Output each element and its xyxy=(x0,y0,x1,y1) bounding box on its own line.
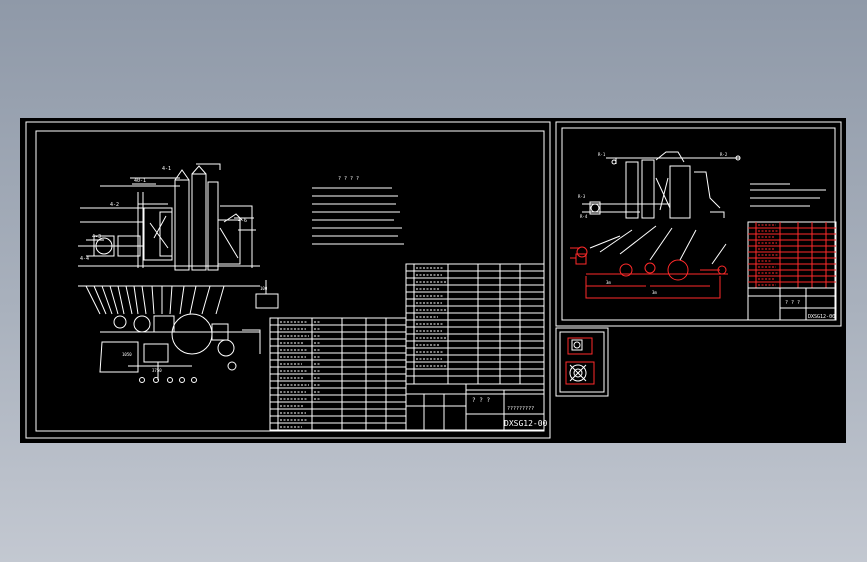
svg-text:1050: 1050 xyxy=(122,352,132,357)
cad-model-space[interactable]: 40-1 4-1 4-2 4-3 4-4 4-6 100 1050 3750 xyxy=(20,118,846,443)
elevation-view[interactable]: 40-1 4-1 4-2 4-3 4-4 4-6 100 xyxy=(78,163,279,309)
plan-view[interactable]: 1050 3750 xyxy=(78,285,261,383)
svg-text:4-6: 4-6 xyxy=(238,218,247,224)
right-sheet-inner-frame xyxy=(561,127,836,321)
svg-text:100: 100 xyxy=(260,286,268,291)
svg-text:4-1: 4-1 xyxy=(162,166,171,172)
cad-drawing: 40-1 4-1 4-2 4-3 4-4 4-6 100 1050 3750 xyxy=(25,121,842,439)
svg-text:3m: 3m xyxy=(652,290,657,295)
right-sheet-border[interactable] xyxy=(555,121,842,327)
tech-req-heading: ? ? ? ? xyxy=(338,176,359,182)
svg-text:R-3: R-3 xyxy=(578,194,586,199)
svg-text:4-2: 4-2 xyxy=(110,202,119,208)
right-elevation-view[interactable]: R-1 R-2 R-3R-4 xyxy=(578,151,826,219)
right-title-placeholder: ? ? ? xyxy=(785,300,800,306)
main-sheet-border[interactable] xyxy=(25,121,551,439)
svg-text:3750: 3750 xyxy=(152,368,162,373)
right-parts-list[interactable] xyxy=(747,221,837,289)
svg-text:40-1: 40-1 xyxy=(134,178,146,184)
parts-list-left[interactable] xyxy=(269,317,407,431)
right-plan-view-red[interactable]: 3m 3m xyxy=(570,225,728,299)
svg-text:3m: 3m xyxy=(606,280,611,285)
drawing-code: DXSG12-00 xyxy=(504,419,548,428)
svg-text:R-1: R-1 xyxy=(598,152,606,157)
main-sheet-inner-frame xyxy=(35,130,545,432)
detail-sheet-inner-frame xyxy=(559,331,605,393)
parts-list-right[interactable] xyxy=(405,263,545,385)
svg-text:R-2: R-2 xyxy=(720,152,728,157)
detail-view[interactable] xyxy=(565,337,595,385)
svg-text:4-3: 4-3 xyxy=(92,234,101,240)
company-placeholder: ????????? xyxy=(507,406,534,412)
svg-text:R-4: R-4 xyxy=(580,214,588,219)
title-placeholder: ? ? ? xyxy=(472,397,490,404)
technical-requirements: ? ? ? ? xyxy=(312,176,404,245)
right-drawing-code: DXSG12-00 xyxy=(808,314,835,320)
title-block[interactable]: ? ? ? ????????? DXSG12-00 xyxy=(405,383,548,431)
detail-sheet-border[interactable] xyxy=(555,327,609,397)
svg-text:4-4: 4-4 xyxy=(80,256,89,262)
right-title-block[interactable]: ? ? ? DXSG12-00 xyxy=(747,287,837,321)
